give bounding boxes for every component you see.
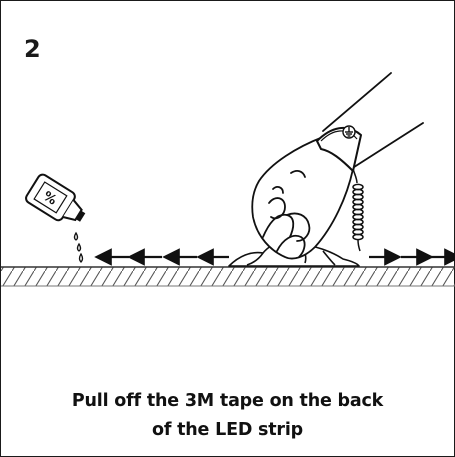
ground-symbol-icon [343,126,355,138]
coiled-ground-cord [353,169,363,251]
instruction-caption-line-2: of the LED strip [1,420,454,440]
hand [252,73,423,259]
liquid-drops [75,233,83,262]
installation-illustration: % [1,1,455,391]
alcohol-bottle-icon: % [24,173,91,231]
mounting-surface [1,267,455,286]
instruction-caption-line-1: Pull off the 3M tape on the back [1,391,454,411]
